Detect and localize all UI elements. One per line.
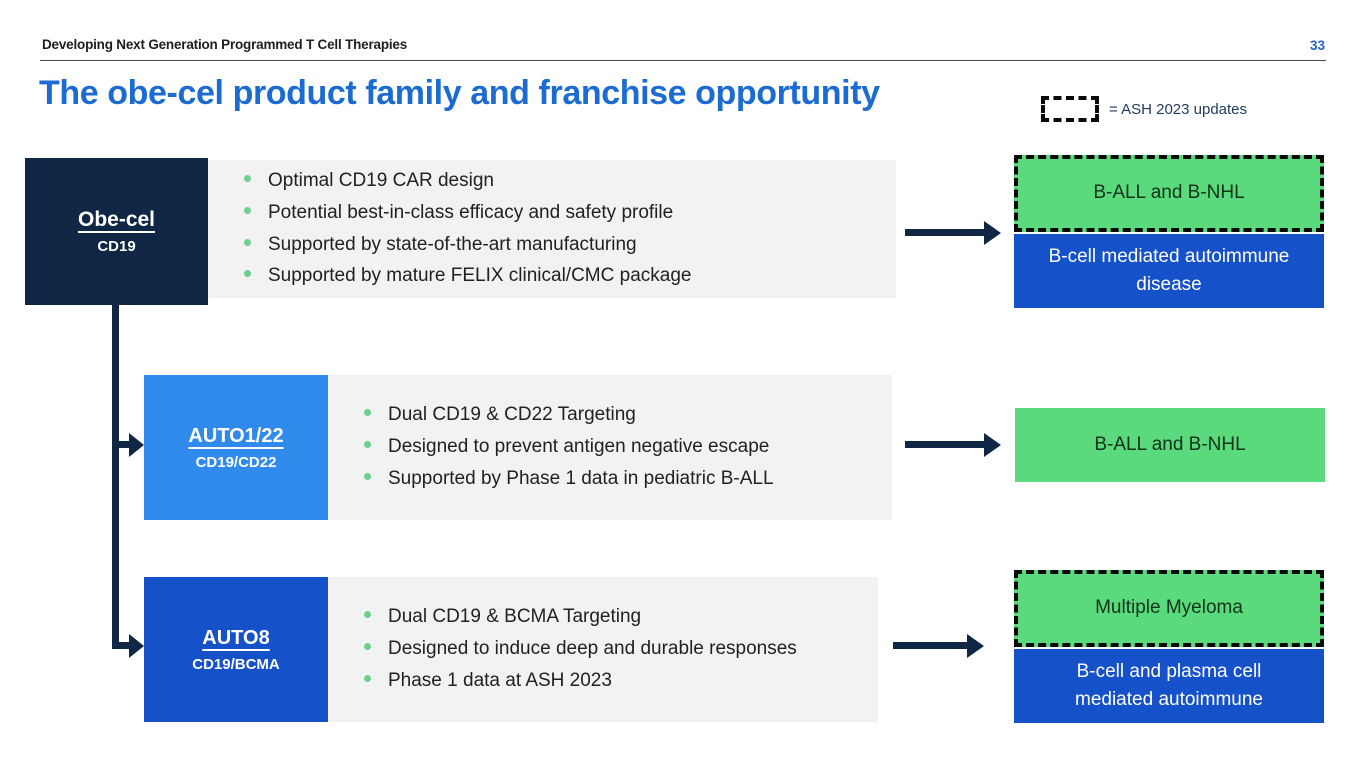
arrow-right-icon	[893, 642, 968, 649]
product-target: CD19	[97, 238, 136, 255]
arrow-right-icon	[129, 634, 144, 658]
outcome-box-autoimmune: B-cell mediated autoimmune disease	[1014, 234, 1324, 308]
outcome-label: B-ALL and B-NHL	[1094, 433, 1246, 455]
product-target: CD19/BCMA	[192, 655, 280, 673]
connector-vertical-line	[112, 305, 119, 649]
outcome-box-ball-bnhl: B-ALL and B-NHL	[1014, 155, 1324, 232]
bullet-icon	[364, 441, 371, 449]
bullet-icon	[244, 270, 251, 278]
bullet-icon	[244, 206, 251, 214]
arrow-right-icon	[905, 441, 985, 448]
list-item: Supported by Phase 1 data in pediatric B…	[364, 467, 882, 492]
bullet-label: Potential best-in-class efficacy and saf…	[268, 201, 674, 223]
outcome-label: Multiple Myeloma	[1095, 597, 1243, 619]
list-item: Designed to prevent antigen negative esc…	[364, 435, 882, 460]
outcome-label: B-ALL and B-NHL	[1093, 182, 1245, 204]
legend-label: = ASH 2023 updates	[1109, 100, 1248, 118]
header-divider	[40, 60, 1326, 61]
list-item: Dual CD19 & BCMA Targeting	[364, 605, 868, 630]
bullet-icon	[364, 409, 371, 417]
outcome-label: B-cell mediated autoimmune disease	[1048, 245, 1290, 296]
bullet-icon	[244, 238, 251, 246]
bullet-icon	[364, 643, 371, 651]
legend: = ASH 2023 updates	[1041, 96, 1247, 122]
bullet-label: Supported by state-of-the-art manufactur…	[268, 233, 637, 255]
product-name: AUTO1/22	[188, 424, 284, 447]
bullet-icon	[244, 174, 251, 182]
list-item: Optimal CD19 CAR design	[244, 169, 886, 194]
product-box-auto8: AUTO8 CD19/BCMA	[144, 577, 328, 722]
bullet-label: Phase 1 data at ASH 2023	[388, 670, 612, 692]
product-name: Obe-cel	[77, 208, 156, 231]
arrow-right-icon	[129, 433, 144, 457]
outcome-box-plasma-autoimmune: B-cell and plasma cell mediated autoimmu…	[1014, 649, 1324, 723]
bullet-label: Supported by mature FELIX clinical/CMC p…	[268, 265, 692, 287]
outcome-label: B-cell and plasma cell mediated autoimmu…	[1075, 660, 1263, 711]
list-item: Phase 1 data at ASH 2023	[364, 669, 868, 694]
page-number: 33	[1309, 38, 1325, 53]
list-item: Designed to induce deep and durable resp…	[364, 637, 868, 662]
bullet-icon	[364, 675, 371, 683]
bullet-panel-obecel: Optimal CD19 CAR design Potential best-i…	[208, 160, 896, 298]
arrow-right-icon	[984, 221, 1001, 245]
bullet-panel-auto8: Dual CD19 & BCMA Targeting Designed to i…	[328, 577, 878, 722]
dashed-box-icon	[1041, 96, 1099, 122]
bullet-label: Dual CD19 & BCMA Targeting	[388, 606, 642, 628]
list-item: Supported by mature FELIX clinical/CMC p…	[244, 264, 886, 289]
page-title: The obe-cel product family and franchise…	[39, 74, 880, 112]
bullet-label: Designed to induce deep and durable resp…	[388, 638, 797, 660]
arrow-right-icon	[984, 433, 1001, 457]
outcome-box-ball-bnhl: B-ALL and B-NHL	[1015, 408, 1325, 482]
arrow-right-icon	[905, 229, 985, 236]
product-target: CD19/CD22	[195, 453, 277, 471]
outcome-box-multiple-myeloma: Multiple Myeloma	[1014, 570, 1324, 647]
product-box-obecel: Obe-cel CD19	[25, 158, 208, 305]
list-item: Dual CD19 & CD22 Targeting	[364, 403, 882, 428]
bullet-label: Supported by Phase 1 data in pediatric B…	[388, 468, 774, 490]
bullet-icon	[364, 611, 371, 619]
bullet-label: Designed to prevent antigen negative esc…	[388, 436, 770, 458]
list-item: Potential best-in-class efficacy and saf…	[244, 201, 886, 226]
connector-branch-auto122	[112, 441, 131, 448]
bullet-panel-auto122: Dual CD19 & CD22 Targeting Designed to p…	[328, 375, 892, 520]
list-item: Supported by state-of-the-art manufactur…	[244, 233, 886, 258]
arrow-right-icon	[967, 634, 984, 658]
slide-header: Developing Next Generation Programmed T …	[42, 37, 408, 52]
bullet-label: Dual CD19 & CD22 Targeting	[388, 404, 636, 426]
connector-branch-auto8	[112, 642, 131, 649]
bullet-label: Optimal CD19 CAR design	[268, 169, 494, 191]
product-box-auto122: AUTO1/22 CD19/CD22	[144, 375, 328, 520]
bullet-icon	[364, 473, 371, 481]
product-name: AUTO8	[202, 626, 270, 649]
